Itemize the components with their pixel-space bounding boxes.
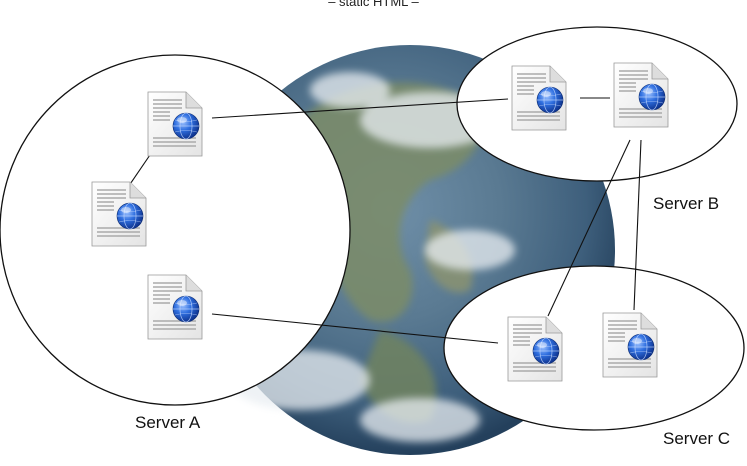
html-document-icon	[602, 312, 658, 378]
html-document-icon	[613, 62, 669, 128]
link-a1-b1	[211, 98, 509, 119]
html-document-icon	[507, 316, 563, 382]
server-a-boundary	[0, 54, 351, 406]
html-document-icon	[511, 65, 567, 131]
server-b-label: Server B	[653, 194, 720, 213]
globe-icon	[638, 83, 666, 111]
globe-icon	[172, 295, 200, 323]
html-document-icon	[91, 181, 147, 247]
server-c-label: Server C	[663, 429, 731, 448]
globe-icon	[172, 112, 200, 140]
html-document-icon	[147, 274, 203, 340]
globe-icon	[536, 86, 564, 114]
link-a3-c1	[211, 313, 499, 344]
link-b2-c2	[633, 139, 642, 311]
server-b-boundary	[456, 26, 738, 182]
diagram-caption: – static HTML –	[328, 0, 419, 9]
server-a-label: Server A	[135, 413, 201, 432]
globe-icon	[627, 333, 655, 361]
html-document-icon	[147, 91, 203, 157]
server-c-boundary	[443, 265, 745, 431]
link-b2-c1	[547, 139, 631, 317]
globe-icon	[532, 337, 560, 365]
globe-icon	[116, 202, 144, 230]
